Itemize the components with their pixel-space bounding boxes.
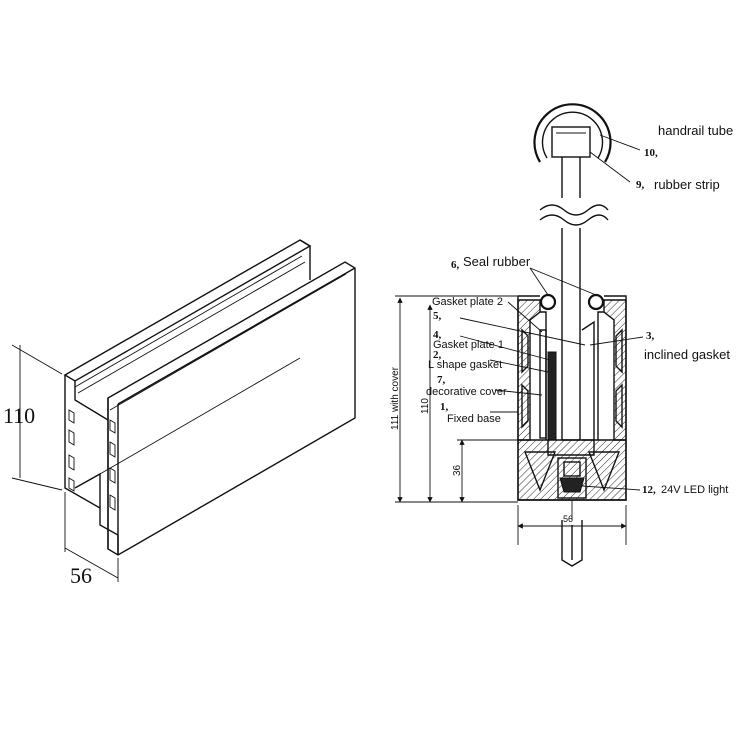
callout-led-label: 24V LED light xyxy=(661,484,728,496)
rubber-strip xyxy=(551,126,591,158)
callout-seal-num: 6, xyxy=(451,259,460,271)
height-ext-bottom xyxy=(11,477,63,491)
leader-4 xyxy=(459,335,551,361)
profile-hole xyxy=(109,467,116,484)
callout-l-shape-label: L shape gasket xyxy=(428,359,502,371)
callout-rubber-strip-num: 9, xyxy=(636,179,645,191)
profile-hole xyxy=(109,441,116,458)
cross-section xyxy=(517,103,627,567)
callout-gasket-plate-2-label: Gasket plate 2 xyxy=(432,296,503,308)
leader-rubber-strip xyxy=(589,151,631,183)
led-height-dim-label: 36 xyxy=(452,464,463,476)
callout-5-num: 5, xyxy=(433,310,442,322)
callout-7-num: 7, xyxy=(437,374,446,386)
profile-hole xyxy=(109,419,116,434)
back-wall-top xyxy=(63,239,312,382)
base-cavity xyxy=(615,328,623,374)
callout-decorative-cover-label: decorative cover xyxy=(426,386,507,398)
width-dim-label: 56 xyxy=(70,563,92,588)
seal-rubber-right xyxy=(587,293,605,311)
left-dimensions: 110 56 xyxy=(3,344,119,588)
base-cavity xyxy=(521,328,529,374)
profile-hole xyxy=(68,409,75,424)
front-wall-lip xyxy=(109,273,347,411)
section-dimensions: 111 with cover 110 36 56 xyxy=(390,295,627,545)
callout-2-num: 2, xyxy=(433,349,442,361)
callout-led-num: 12, xyxy=(642,484,656,496)
led-housing xyxy=(563,461,581,477)
isometric-profile xyxy=(63,239,356,556)
base-cavity xyxy=(521,383,529,429)
gasket-plate-1 xyxy=(547,351,557,441)
leader-seal-right xyxy=(529,267,597,296)
seal-rubber-left xyxy=(539,293,557,311)
front-wall xyxy=(107,261,356,556)
callout-rubber-strip-label: rubber strip xyxy=(654,177,720,192)
callout-1-num: 1, xyxy=(440,401,449,413)
base-floor-line xyxy=(99,357,301,475)
leader-handrail xyxy=(599,134,641,151)
back-wall-end xyxy=(299,239,311,280)
with-cover-dim-label: 111 with cover xyxy=(390,366,401,430)
callout-seal-label: Seal rubber xyxy=(463,254,531,269)
leader-led xyxy=(581,485,641,491)
back-wall-edge-2 xyxy=(77,261,306,394)
leader-seal-left xyxy=(529,267,549,296)
back-wall-edge xyxy=(74,255,303,388)
end-profile-channel xyxy=(74,381,109,421)
led-light xyxy=(559,477,585,493)
callout-inclined-num: 3, xyxy=(646,330,655,342)
inner-height-dim-label: 110 xyxy=(420,398,431,414)
leader-decorative-cover xyxy=(494,389,543,396)
width-dim-line xyxy=(64,547,119,579)
callout-4-num: 4, xyxy=(433,329,442,341)
base-width-dim-label: 56 xyxy=(563,514,573,524)
gasket-plate-2 xyxy=(539,329,547,439)
lower-cavity-right xyxy=(587,451,621,492)
base-cavity xyxy=(615,383,623,429)
inclined-gasket xyxy=(581,320,595,441)
leader-inclined-gasket xyxy=(589,336,644,346)
led-channel xyxy=(557,457,587,499)
height-dim-label: 110 xyxy=(3,403,35,428)
callout-handrail-label: handrail tube xyxy=(658,123,733,138)
callout-fixed-base-label: Fixed base xyxy=(447,413,501,425)
decorative-cover-right xyxy=(597,311,604,440)
base-lower-chamber xyxy=(517,439,627,501)
leader-l-shape xyxy=(489,359,549,373)
callout-handrail-num: 10, xyxy=(644,147,658,159)
profile-hole xyxy=(109,494,116,511)
handrail-tube-inner xyxy=(541,111,604,159)
anchor-bolt xyxy=(561,520,583,567)
break-line-top xyxy=(539,204,609,216)
leader-gasket-plate-2 xyxy=(507,301,543,333)
leader-lines xyxy=(459,134,644,491)
callouts: handrail tube 10, 9, rubber strip 6, Sea… xyxy=(426,123,733,496)
callout-gasket-plate-1-label: Gasket plate 1 xyxy=(433,339,504,351)
handrail-tube xyxy=(533,103,612,163)
front-wall-top-edge xyxy=(117,267,356,405)
lower-cavity-left xyxy=(523,451,557,492)
profile-hole xyxy=(68,454,75,471)
height-ext-top xyxy=(11,344,63,375)
base-bottom xyxy=(74,472,101,508)
callout-inclined-label: inclined gasket xyxy=(644,347,730,362)
break-line-bottom xyxy=(539,214,609,226)
leader-5 xyxy=(459,317,586,346)
profile-hole xyxy=(68,429,75,446)
end-profile-outline xyxy=(64,375,119,555)
profile-hole xyxy=(68,477,75,492)
